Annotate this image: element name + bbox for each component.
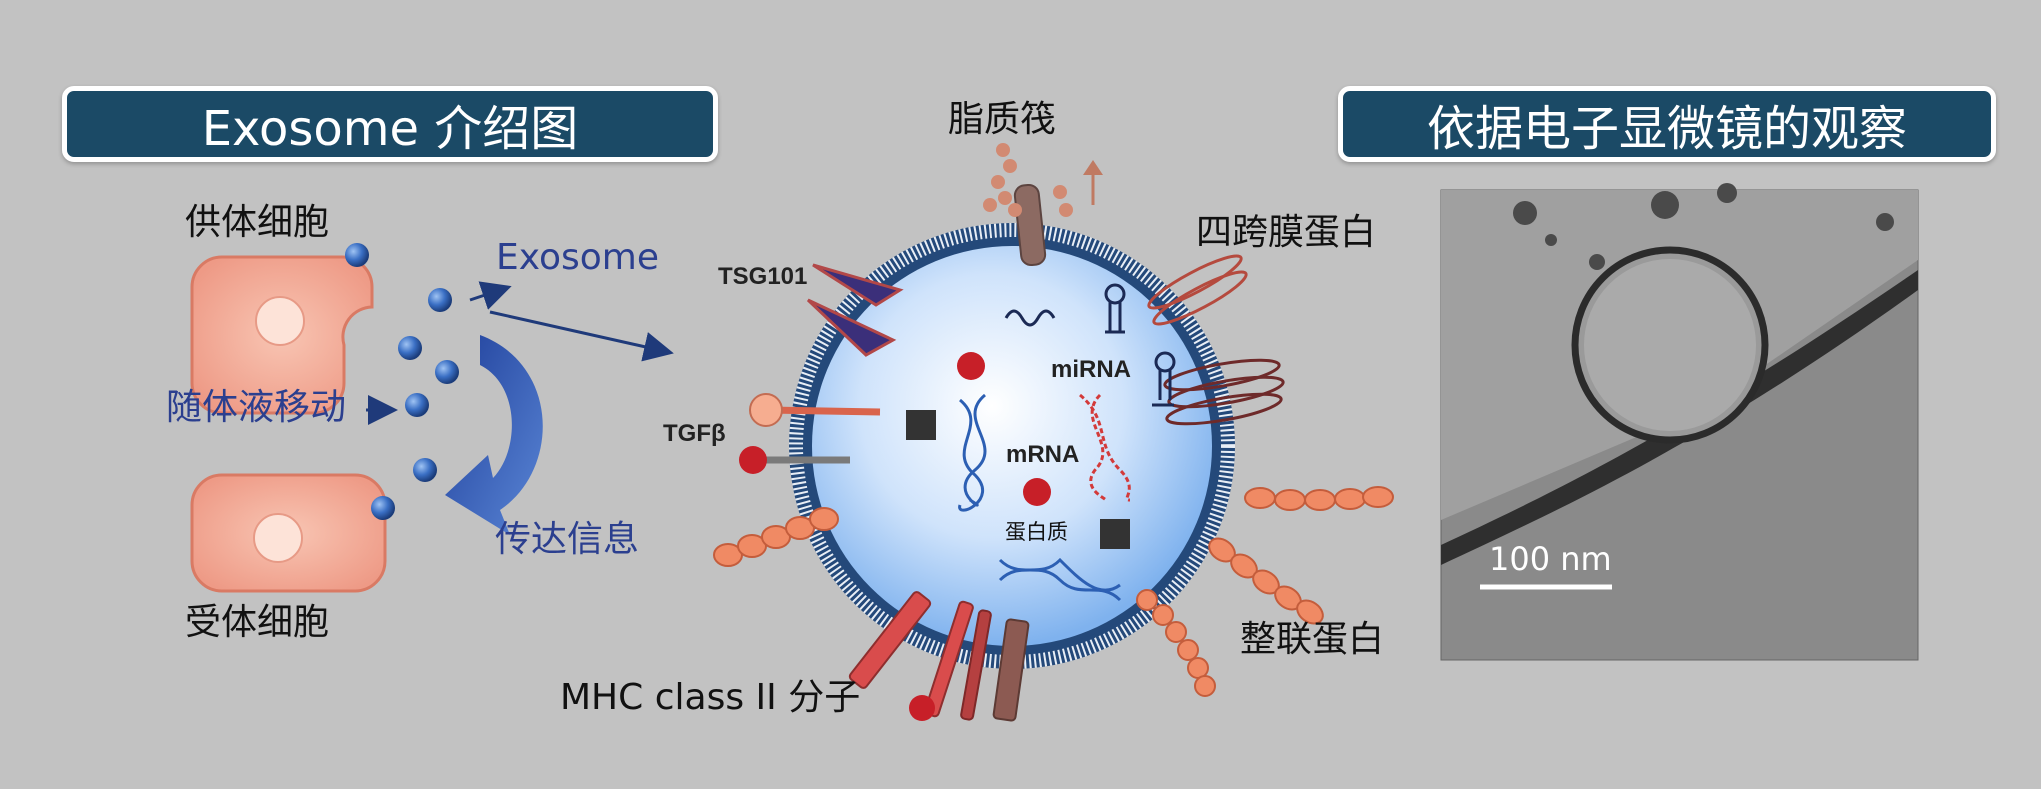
recipient-cell xyxy=(190,473,387,593)
scale-bar-label: 100 nm xyxy=(1489,540,1612,578)
vesicle-lipid-bilayer xyxy=(789,223,1235,669)
donor-cell-label: 供体细胞 xyxy=(185,202,330,243)
lipid-raft-protein xyxy=(1013,183,1047,267)
integrin-label: 整联蛋白 xyxy=(1240,619,1385,660)
left-title-banner: Exosome 介绍图 xyxy=(62,86,718,162)
adhesion-bead-chain-left xyxy=(713,507,839,567)
right-title-banner: 依据电子显微镜的观察 xyxy=(1338,86,1996,162)
exosome-bead xyxy=(405,393,429,417)
recipient-cell-label: 受体细胞 xyxy=(185,602,330,643)
lipid-raft-chain xyxy=(983,143,1073,217)
exosome-bead xyxy=(435,360,459,384)
tgfb-receptor-head xyxy=(739,446,767,474)
rna-fragment xyxy=(1004,309,1056,327)
mhc-molecules xyxy=(848,591,1030,722)
tgfb-stalk xyxy=(767,406,881,416)
release-arrow xyxy=(489,310,674,362)
mirna-label: miRNA xyxy=(1051,356,1132,383)
donor-nucleus xyxy=(255,296,305,346)
tsg101-label: TSG101 xyxy=(718,263,808,290)
protein-square xyxy=(906,410,936,440)
lipid-raft-label: 脂质筏 xyxy=(948,99,1057,140)
exosome-bead xyxy=(413,458,437,482)
tsg101-wedge xyxy=(812,263,904,307)
integrin-bead-chain-upper xyxy=(1244,486,1394,511)
tsg101-wedge xyxy=(806,298,897,357)
exosome-bead xyxy=(428,288,452,312)
tem-particles xyxy=(1513,183,1894,270)
mrna-label: mRNA xyxy=(1006,441,1080,468)
exosome-label: Exosome xyxy=(496,237,659,278)
protein-label: 蛋白质 xyxy=(1005,520,1068,544)
left-title: Exosome 介绍图 xyxy=(201,101,579,157)
exosome-bead xyxy=(398,336,422,360)
recipient-nucleus xyxy=(253,513,303,563)
mirna-helix xyxy=(1079,393,1131,502)
tem-membrane-edge xyxy=(1441,270,1918,565)
transfer-curved-arrow xyxy=(445,335,543,535)
protein-square xyxy=(1100,519,1130,549)
tgfb-label: TGFβ xyxy=(663,420,726,447)
donor-cell xyxy=(190,255,374,415)
right-title: 依据电子显微镜的观察 xyxy=(1426,101,1907,157)
integrin-bead-chain-bottom xyxy=(1136,589,1216,697)
protein-dot xyxy=(957,352,985,380)
transmit-label: 传达信息 xyxy=(495,519,640,560)
mrna-helix xyxy=(958,393,1122,602)
exosome-arrow xyxy=(469,281,512,310)
integrin-bead-chain-lower xyxy=(1208,537,1324,625)
lipid-raft-marker xyxy=(1083,160,1103,175)
tetraspanin-label: 四跨膜蛋白 xyxy=(1196,212,1377,253)
protein-dot xyxy=(1023,478,1051,506)
tetraspanin-loops xyxy=(1147,254,1285,426)
mirna-hairpin-bottom xyxy=(1152,351,1176,407)
mirna-hairpin-top xyxy=(1104,283,1126,334)
exosome-bead xyxy=(371,496,395,520)
tem-vesicle-interior xyxy=(1584,259,1756,431)
body-fluid-label: 随体液移动 xyxy=(166,387,347,428)
mhc-label: MHC class II 分子 xyxy=(560,677,861,718)
exosome-bead xyxy=(345,243,369,267)
tgfb-ligand xyxy=(749,393,783,427)
